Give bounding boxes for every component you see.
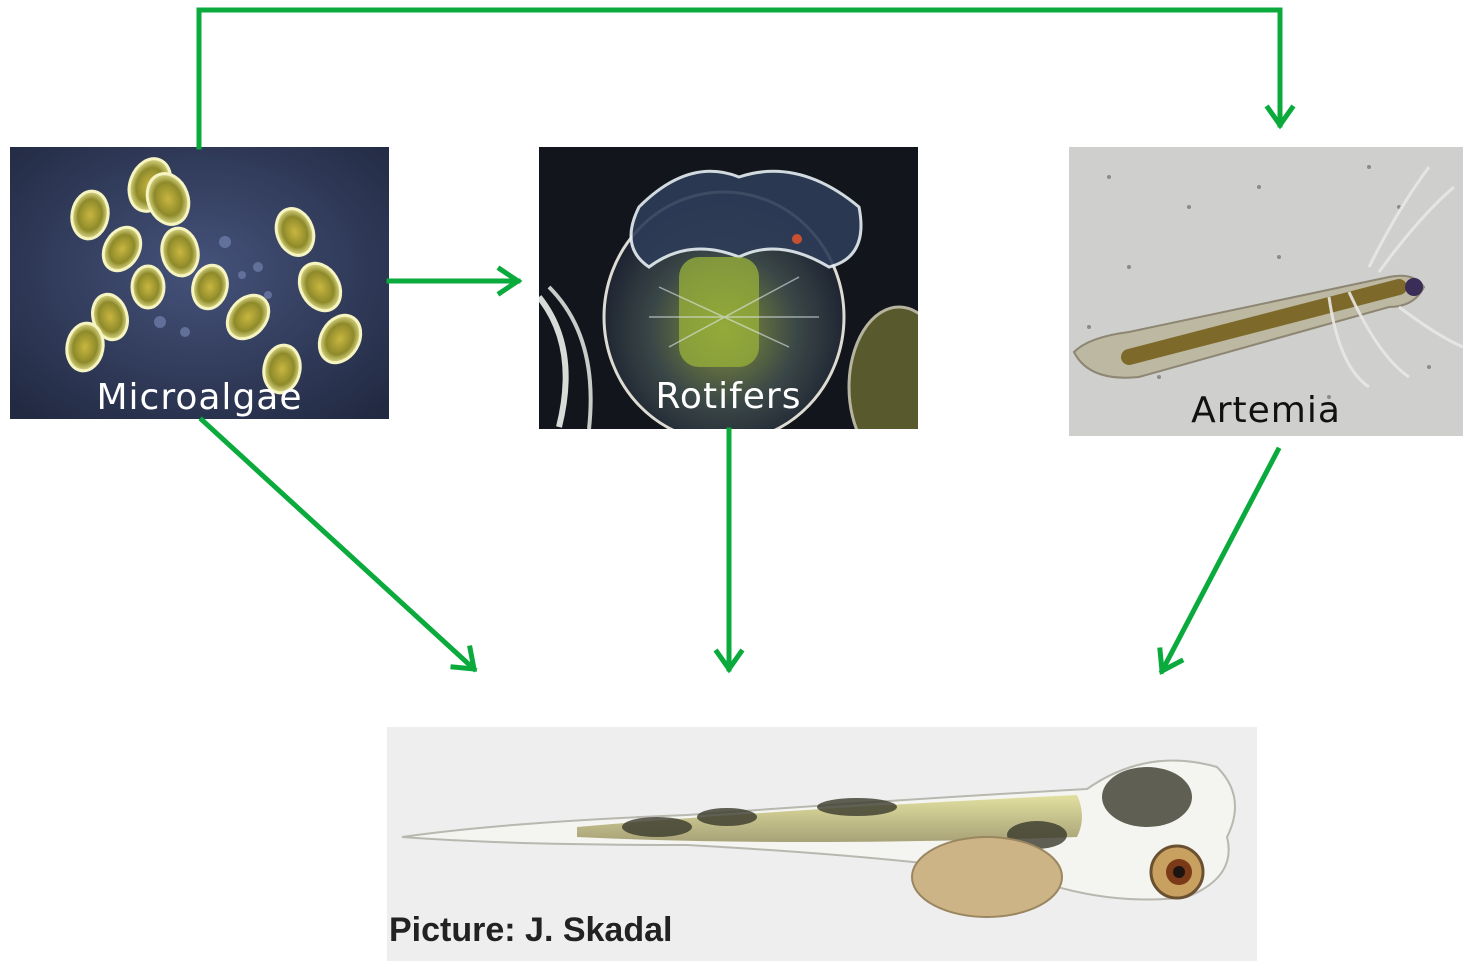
arrow-microalgae-to-larva <box>202 420 474 669</box>
arrow-rotifers-to-larva-head <box>717 652 741 669</box>
artemia-image: Artemia <box>1069 147 1463 436</box>
photo-credit: Picture: J. Skadal <box>389 913 672 947</box>
rotifers-label: Rotifers <box>539 379 918 415</box>
arrow-artemia-to-larva-head <box>1160 650 1181 671</box>
arrow-microalgae-to-artemia <box>199 10 1280 147</box>
arrow-microalgae-to-rotifers-head <box>500 269 518 293</box>
artemia-label: Artemia <box>1069 393 1463 429</box>
microalgae-image: Microalgae <box>10 147 389 419</box>
arrow-artemia-to-larva <box>1162 450 1278 671</box>
arrow-microalgae-to-larva-head <box>453 648 474 669</box>
microalgae-label: Microalgae <box>10 380 389 416</box>
arrow-microalgae-to-artemia-head <box>1268 108 1292 125</box>
fish-larva-image: Picture: J. Skadal <box>387 727 1257 961</box>
rotifers-image: Rotifers <box>539 147 918 429</box>
